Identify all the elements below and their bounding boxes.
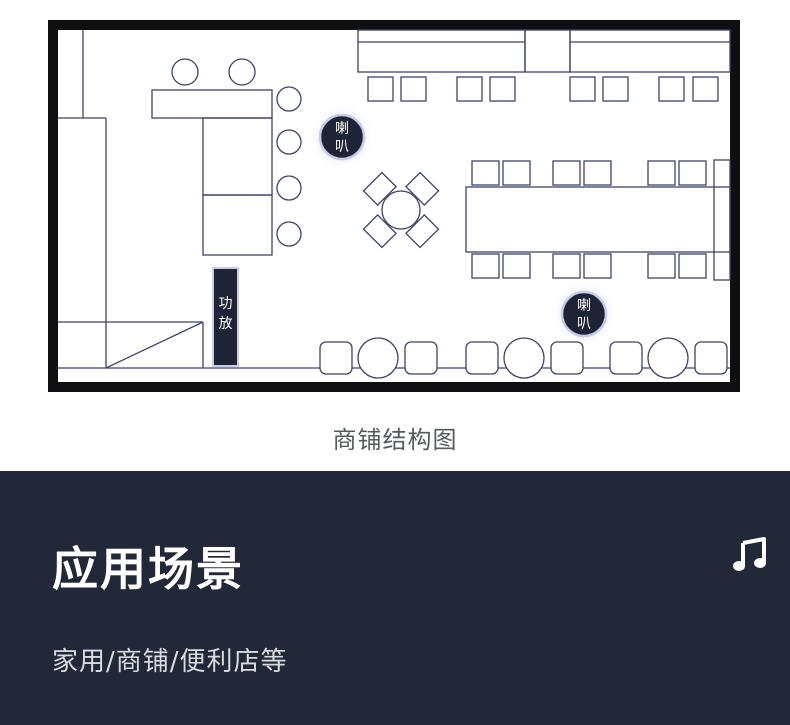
floor-plan-drawing: 功 放 喇 叭: [58, 29, 731, 382]
music-note-icon: [733, 537, 766, 571]
amplifier-label-1: 功: [219, 296, 233, 312]
bar-stool: [276, 129, 302, 155]
bar-stool: [276, 221, 302, 247]
bottom-table-sets: [319, 337, 728, 379]
speaker-1-label-2: 叭: [335, 139, 349, 155]
round-table-set: [362, 171, 440, 249]
amplifier: 功 放: [212, 267, 239, 367]
amplifier-label-2: 放: [219, 316, 233, 332]
floor-plan: 功 放 喇 叭: [48, 20, 740, 392]
speaker-2-label-2: 叭: [577, 316, 591, 332]
section-title: 应用场景: [52, 542, 244, 596]
bar-stool: [276, 175, 302, 201]
section-subtitle: 家用/商铺/便利店等: [52, 647, 288, 677]
application-section: 应用场景 家用/商铺/便利店等: [0, 471, 790, 725]
bar-stool: [171, 58, 199, 86]
speaker-1: 喇 叭: [308, 103, 376, 171]
wall-cabinets: [357, 29, 731, 73]
counter-side: [202, 194, 273, 256]
speaker-2: 喇 叭: [550, 280, 618, 348]
wall-seats: [367, 76, 719, 102]
speaker-1-label-1: 喇: [335, 121, 349, 137]
long-table-set: [465, 159, 731, 281]
bar-counter: [151, 58, 302, 256]
bar-stool: [228, 58, 256, 86]
bar-stool: [276, 86, 302, 112]
plan-caption: 商铺结构图: [332, 426, 458, 454]
speaker-2-label-1: 喇: [577, 298, 591, 314]
